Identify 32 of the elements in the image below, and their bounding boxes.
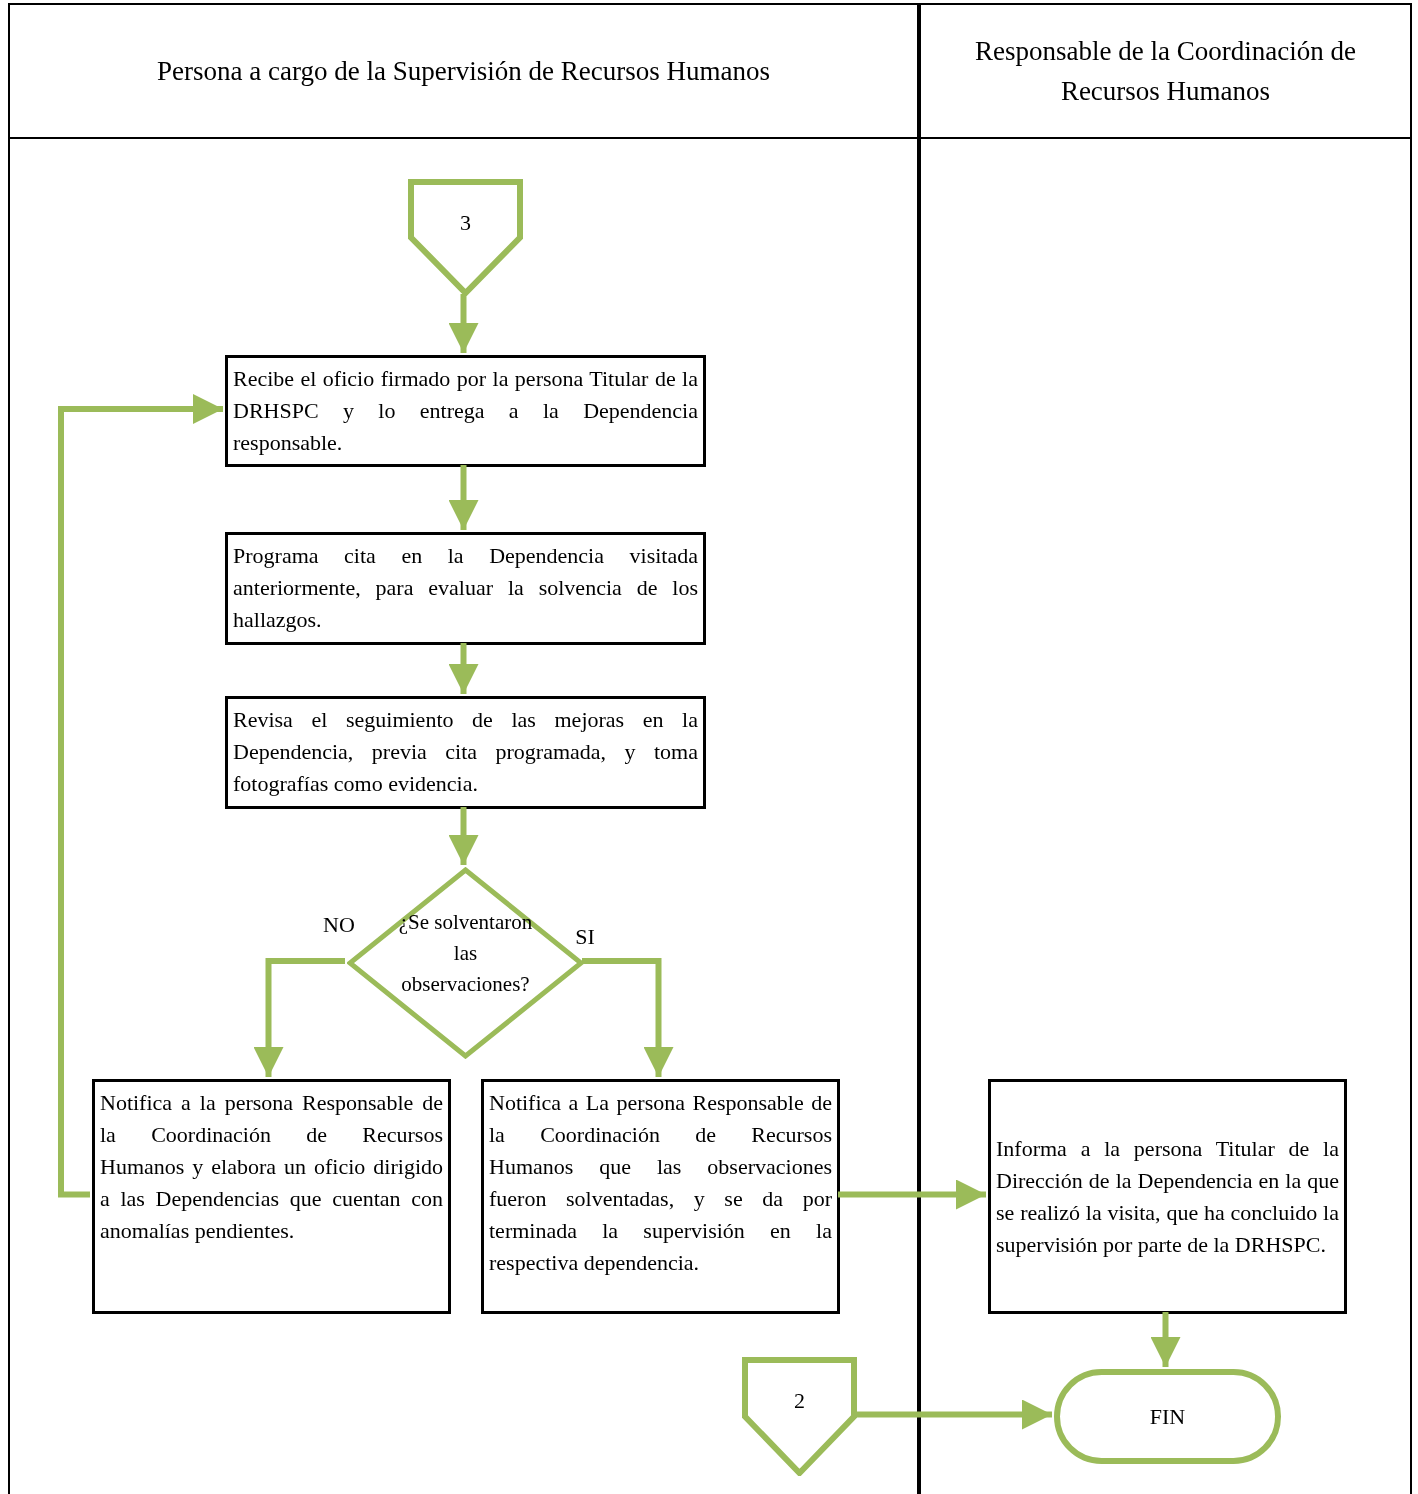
node-text: Notifica a La persona Responsable de la Coordinación de Recursos Humanos que las observaciones fueron solventadas, y se da por terminada la supervisión en la respectiva dependencia. <box>489 1089 832 1277</box>
node-text: 2 <box>794 1388 805 1413</box>
node-text: Programa cita en la Dependencia visitada anteriormente, para evaluar la solvencia de los hallazgos. <box>233 542 698 634</box>
arrow <box>253 958 345 1077</box>
node-text: 3 <box>460 210 471 235</box>
node-text: FIN <box>1149 1403 1186 1431</box>
arrow <box>448 465 479 530</box>
arrow <box>855 1399 1052 1430</box>
node-text: ¿Se solventaron las observaciones? <box>398 909 533 996</box>
arrow <box>58 394 223 1198</box>
node-text: Informa a la persona Titular de la Dirección de la Dependencia en la que se realizó la visita, que ha concluido la supervisión por parte de la DRHSPC. <box>996 1134 1339 1259</box>
lane-header-text: Persona a cargo de la Supervisión de Recursos Humanos <box>157 55 770 88</box>
swimlane <box>919 3 1412 1494</box>
node-text: Notifica a la persona Responsable de la Coordinación de Recursos Humanos y elabora un oficio dirigido a las Dependencias que cuentan con anomalías pendientes. <box>100 1089 443 1245</box>
arrow <box>838 1179 986 1210</box>
node-text: Revisa el seguimiento de las mejoras en la Dependencia, previa cita programada, y toma fotografías como evidencia. <box>233 706 698 798</box>
process-box <box>225 532 706 645</box>
lane-header-text: Responsable de la Coordinación de Recursos Humanos <box>974 35 1357 108</box>
node-text: Recibe el oficio firmado por la persona Titular de la DRHSPC y lo entrega a la Dependencia responsable. <box>233 365 698 457</box>
process-box <box>988 1079 1347 1314</box>
off-page-connector <box>408 179 523 296</box>
arrow <box>448 643 479 694</box>
arrow <box>448 807 479 865</box>
off-page-connector <box>742 1357 857 1476</box>
arrow <box>582 958 674 1077</box>
swimlane <box>8 3 919 1494</box>
arrow <box>1150 1312 1181 1367</box>
process-box <box>225 696 706 809</box>
process-box <box>481 1079 840 1314</box>
process-box <box>92 1079 451 1314</box>
arrow <box>448 294 479 353</box>
process-box <box>225 355 706 467</box>
